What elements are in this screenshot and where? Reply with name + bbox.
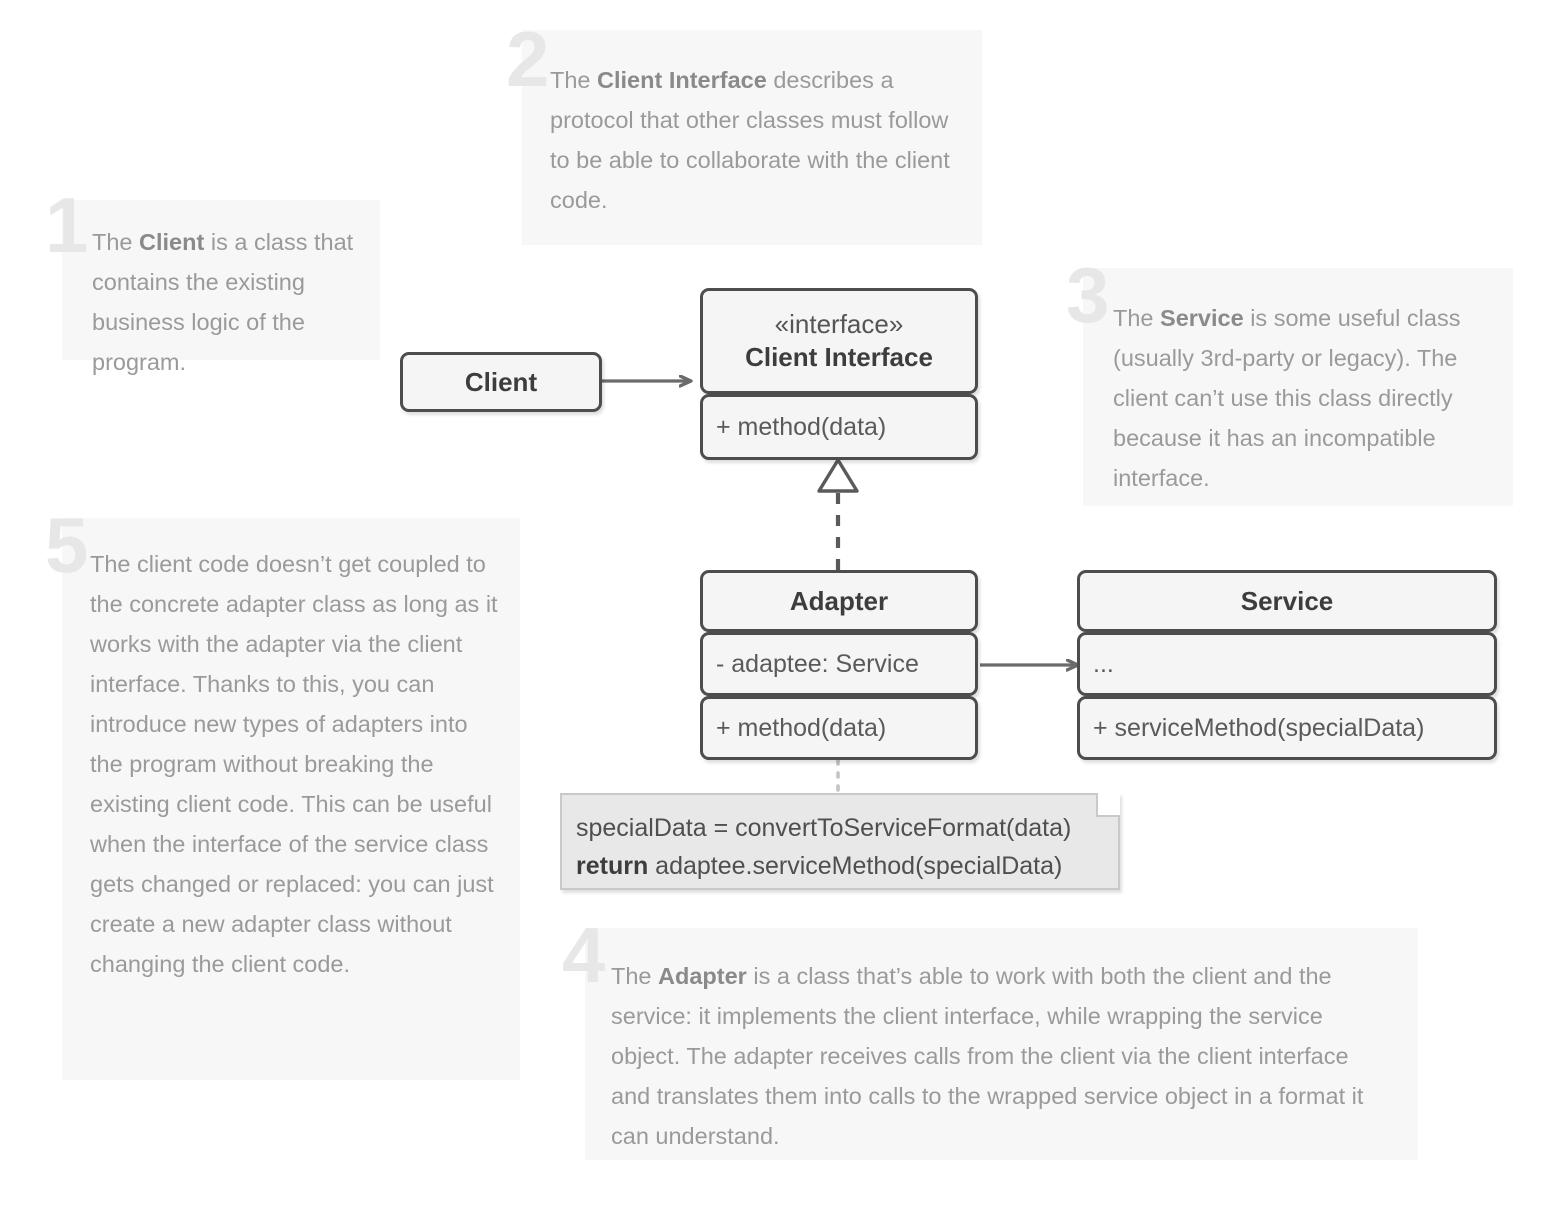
callout-5-number: 5 (45, 501, 88, 589)
callout-4-text: The Adapter is a class that’s able to wo… (611, 956, 1394, 1156)
client-class-name: Client (464, 367, 538, 397)
class-box-service: Service ... + serviceMethod(specialData) (1077, 570, 1497, 760)
client-title-compartment: Client (400, 352, 602, 412)
service-member-1: + serviceMethod(specialData) (1093, 713, 1425, 742)
adapter-class-name: Adapter (789, 586, 889, 616)
callout-3-text: The Service is some useful class (usuall… (1113, 298, 1491, 498)
service-title-compartment: Service (1077, 570, 1497, 632)
client-interface-class-name: Client Interface (745, 342, 933, 372)
callout-4-part-1: Adapter (658, 963, 747, 989)
callout-4: The Adapter is a class that’s able to wo… (585, 928, 1418, 1160)
client-interface-stereotype: «interface» (774, 309, 904, 339)
client-interface-method-0: + method(data) (716, 412, 887, 441)
service-field-compartment: ... (1077, 632, 1497, 696)
callout-4-number: 4 (562, 911, 605, 999)
adapter-member-0: - adaptee: Service (716, 649, 919, 678)
callout-2-number: 2 (506, 15, 549, 103)
code-note: specialData = convertToServiceFormat(dat… (560, 793, 1120, 890)
callout-2: The Client Interface describes a protoco… (522, 30, 982, 245)
callout-3-number: 3 (1066, 251, 1109, 339)
adapter-title-compartment: Adapter (700, 570, 978, 632)
service-class-name: Service (1240, 586, 1334, 616)
client-interface-method-compartment: + method(data) (700, 394, 978, 460)
adapter-field-compartment: - adaptee: Service (700, 632, 978, 696)
class-box-client-interface: «interface» Client Interface + method(da… (700, 288, 978, 460)
code-note-line-1: return adaptee.serviceMethod(specialData… (576, 847, 1100, 885)
code-note-line-1-rest: adaptee.serviceMethod(specialData) (648, 852, 1063, 880)
callout-4-part-0: The (611, 963, 659, 989)
callout-2-part-2: describes a protocol that other classes … (550, 67, 950, 213)
callout-3-part-2: is some useful class (usually 3rd-party … (1113, 305, 1461, 491)
class-box-adapter: Adapter - adaptee: Service + method(data… (700, 570, 978, 760)
callout-1: The Client is a class that contains the … (62, 200, 380, 375)
callout-4-part-2: is a class that’s able to work with both… (611, 963, 1364, 1149)
service-member-0: ... (1093, 649, 1114, 678)
class-box-client: Client (400, 352, 602, 412)
callout-2-text: The Client Interface describes a protoco… (550, 60, 960, 220)
code-note-fold-corner (1096, 793, 1120, 817)
callout-1-number: 1 (45, 181, 88, 269)
code-note-line-0: specialData = convertToServiceFormat(dat… (576, 814, 1072, 842)
adapter-method-compartment: + method(data) (700, 696, 978, 760)
callout-1-text: The Client is a class that contains the … (92, 222, 354, 382)
callout-2-part-0: The (550, 67, 598, 93)
client-interface-title-compartment: «interface» Client Interface (700, 288, 978, 394)
callout-1-part-1: Client (139, 229, 205, 255)
service-method-compartment: + serviceMethod(specialData) (1077, 696, 1497, 760)
callout-5-text: The client code doesn’t get coupled to t… (90, 544, 498, 984)
callout-5-part-0: The client code doesn’t get coupled to t… (90, 551, 498, 977)
callout-1-part-2: is a class that contains the existing bu… (92, 229, 354, 375)
code-note-keyword: return (576, 852, 649, 880)
callout-2-part-1: Client Interface (597, 67, 767, 93)
callout-5: The client code doesn’t get coupled to t… (62, 518, 520, 1080)
callout-3-part-0: The (1113, 305, 1161, 331)
adapter-member-1: + method(data) (716, 713, 887, 742)
callout-1-part-0: The (92, 229, 140, 255)
callout-3: The Service is some useful class (usuall… (1083, 268, 1513, 506)
callout-3-part-1: Service (1160, 305, 1244, 331)
relation-adapter-realizes-clientinterface (817, 458, 859, 570)
